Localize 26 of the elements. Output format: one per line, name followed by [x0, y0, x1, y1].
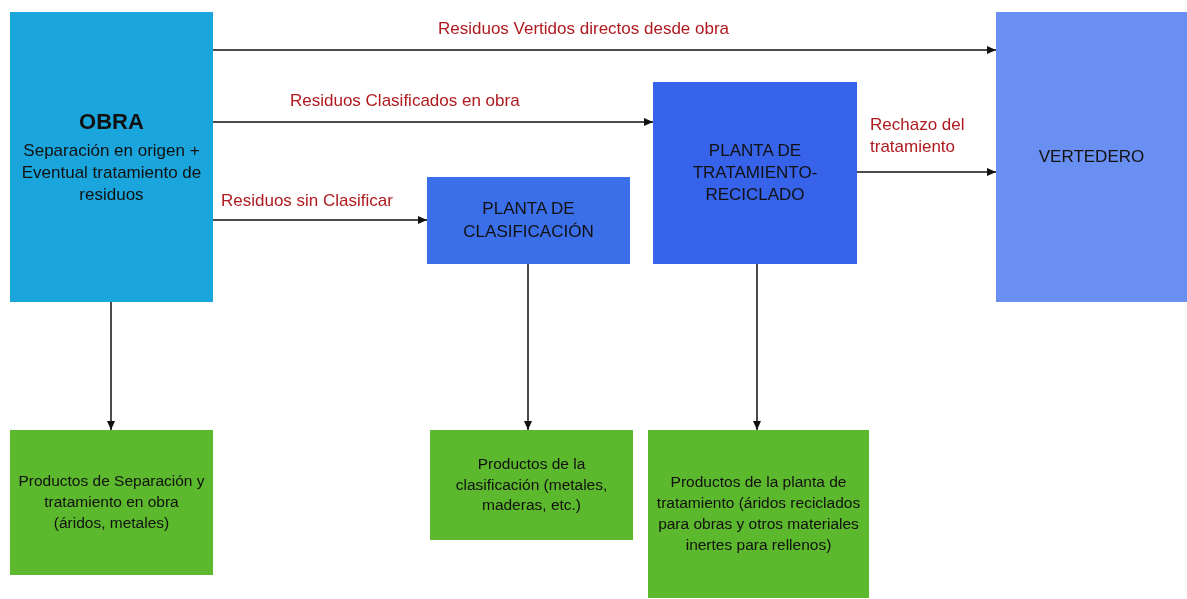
edge-label: Residuos sin Clasificar [221, 190, 393, 212]
edge-label: Residuos Clasificados en obra [290, 90, 520, 112]
box-text: VERTEDERO [1038, 145, 1145, 168]
arrow [212, 216, 428, 224]
box-text: Productos de la planta de tratamiento (áridos reciclados para obras y otros materiales inertes para rellenos) [656, 472, 861, 555]
output-box [648, 430, 869, 598]
output-box [430, 430, 633, 540]
process-box [10, 12, 213, 302]
edge-label: Rechazo del tratamiento [870, 114, 966, 159]
output-box [10, 430, 213, 575]
arrow [524, 263, 532, 431]
box-text: PLANTA DE CLASIFICACIÓN [462, 198, 595, 243]
arrow [856, 168, 997, 176]
arrow [107, 301, 115, 431]
process-box [996, 12, 1187, 302]
process-box [427, 177, 630, 264]
box-text: PLANTA DE TRATAMIENTO-RECICLADO [691, 139, 819, 207]
edge-label: Residuos Vertidos directos desde obra [438, 18, 730, 40]
box-text: Separación en origen + Eventual tratamiento de residuos [20, 140, 203, 207]
process-box [653, 82, 857, 264]
arrow [212, 118, 654, 126]
arrow [753, 263, 761, 431]
arrow [212, 46, 997, 54]
box-heading: OBRA [79, 107, 144, 136]
box-text: Productos de la clasificación (metales, maderas, etc.) [454, 453, 609, 516]
box-text: Productos de Separación y tratamiento en obra (áridos, metales) [18, 471, 205, 533]
